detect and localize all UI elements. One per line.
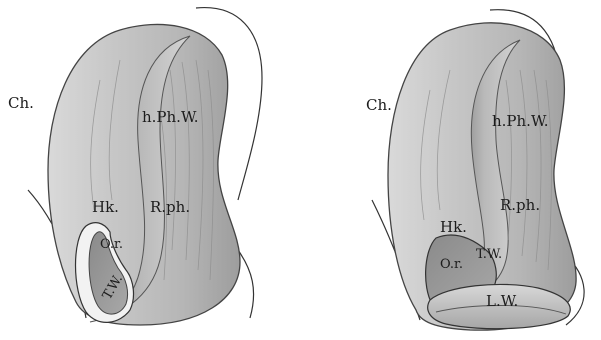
right-label-tw: T.W. — [476, 247, 502, 262]
right-label-or: O.r. — [440, 257, 463, 272]
left-label-rph: R.ph. — [150, 198, 190, 216]
left-label-hk: Hk. — [92, 198, 119, 216]
right-label-ch: Ch. — [366, 96, 392, 114]
right-label-hphw: h.Ph.W. — [492, 112, 549, 130]
right-label-hk: Hk. — [440, 218, 467, 236]
right-label-lw: L.W. — [486, 292, 518, 310]
left-label-ch: Ch. — [8, 94, 34, 112]
left-label-or: O.r. — [100, 237, 123, 252]
right-specimen: Ch. h.Ph.W. Hk. R.ph. O.r. T.W. L.W. — [366, 10, 584, 330]
right-label-rph: R.ph. — [500, 196, 540, 214]
left-specimen: Ch. h.Ph.W. Hk. R.ph. O.r. T.W. — [8, 8, 262, 325]
left-label-hphw: h.Ph.W. — [142, 108, 199, 126]
